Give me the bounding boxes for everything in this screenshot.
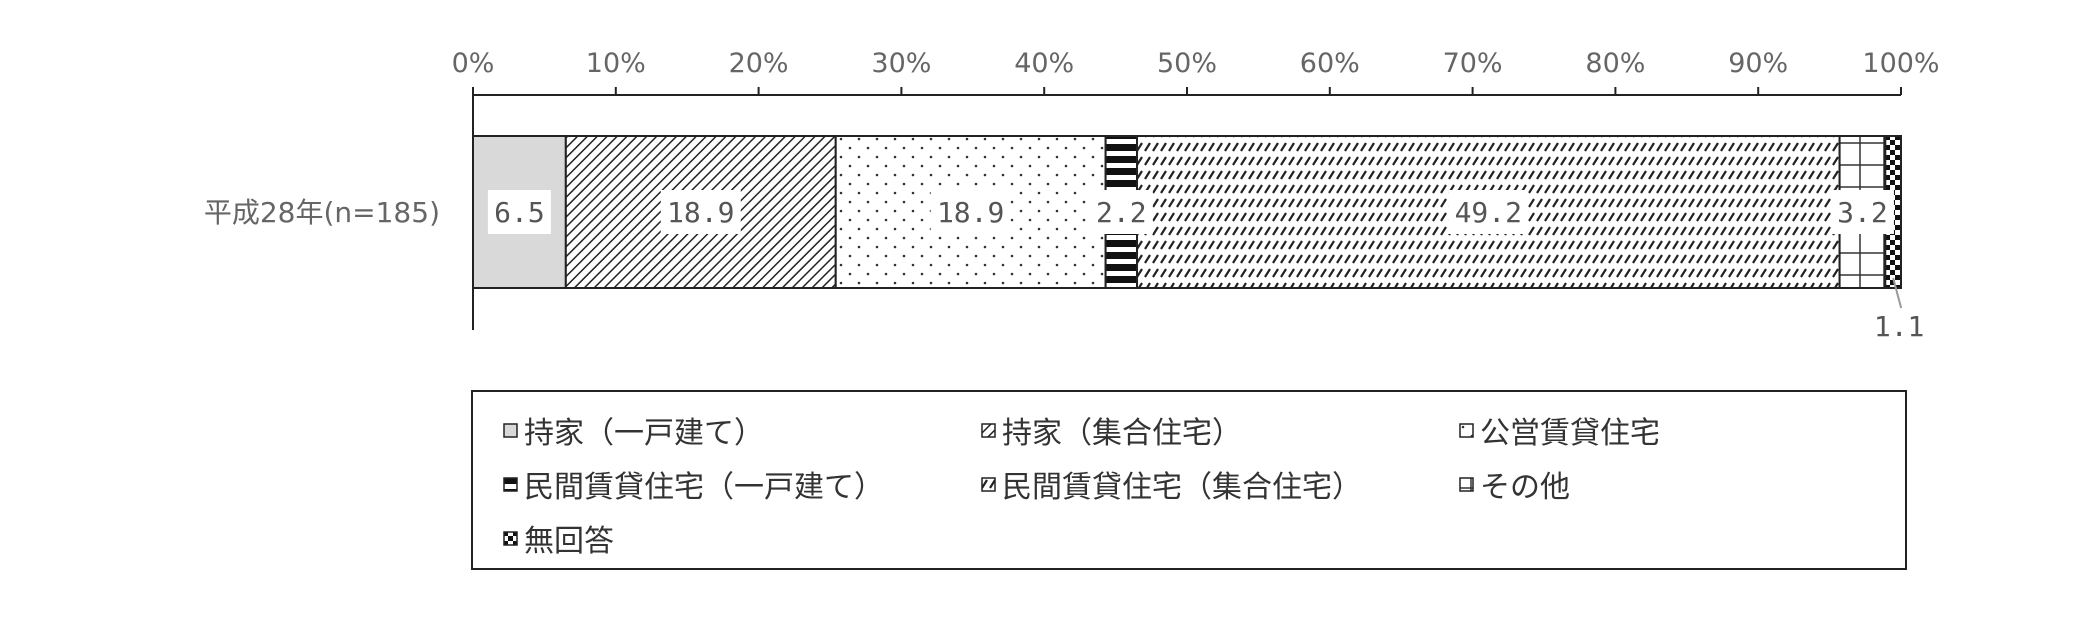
- data-label: 3.2: [1837, 196, 1888, 229]
- data-label-bg: [1830, 190, 1894, 234]
- legend-item: 無回答: [503, 516, 614, 560]
- data-label: 2.2: [1096, 196, 1147, 229]
- data-label-bg: [1448, 190, 1529, 234]
- x-tick-label: 100%: [1862, 48, 1939, 79]
- legend-item: 民間賃貸住宅（一戸建て）: [503, 462, 884, 506]
- legend-item: その他: [1459, 462, 1570, 506]
- x-tick-label: 70%: [1443, 48, 1503, 79]
- x-tick-label: 40%: [1014, 48, 1074, 79]
- legend-swatch: [1459, 422, 1474, 438]
- x-tick-label: 30%: [871, 48, 931, 79]
- x-tick-label: 90%: [1728, 48, 1788, 79]
- x-tick-label: 80%: [1585, 48, 1645, 79]
- legend-label: 持家（一戸建て）: [524, 416, 764, 451]
- legend-swatch: [981, 422, 996, 438]
- legend-label: 民間賃貸住宅（集合住宅）: [1002, 470, 1362, 505]
- legend-swatch: [503, 422, 518, 438]
- legend-item: 持家（一戸建て）: [503, 408, 764, 452]
- data-label: 18.9: [937, 196, 1004, 229]
- legend-item: 公営賃貸住宅: [1459, 408, 1660, 452]
- data-label: 18.9: [667, 196, 734, 229]
- data-label: 49.2: [1455, 196, 1522, 229]
- legend-swatch: [1459, 476, 1474, 492]
- data-label-bg: [930, 190, 1011, 234]
- data-label: 6.5: [494, 196, 545, 229]
- x-tick-label: 60%: [1300, 48, 1360, 79]
- data-label-bg: [660, 190, 741, 234]
- legend-swatch: [503, 530, 518, 546]
- leader-line: [1892, 277, 1903, 309]
- legend-item: 民間賃貸住宅（集合住宅）: [981, 462, 1362, 506]
- legend-label: 民間賃貸住宅（一戸建て）: [524, 470, 884, 505]
- data-label-bg: [487, 190, 551, 234]
- x-tick-label: 50%: [1157, 48, 1217, 79]
- legend-swatch: [981, 476, 996, 492]
- data-label-bg: [1089, 190, 1153, 234]
- category-label: 平成28年(n=185): [204, 196, 440, 229]
- legend-label: 無回答: [524, 524, 614, 559]
- x-tick-label: 0%: [452, 48, 495, 79]
- legend-label: その他: [1480, 470, 1570, 505]
- legend-item: 持家（集合住宅）: [981, 408, 1242, 452]
- x-tick-label: 10%: [586, 48, 646, 79]
- legend-label: 公営賃貸住宅: [1480, 416, 1660, 451]
- legend-label: 持家（集合住宅）: [1002, 416, 1242, 451]
- x-tick-label: 20%: [729, 48, 789, 79]
- data-label: 1.1: [1874, 310, 1925, 343]
- legend: 持家（一戸建て） 持家（集合住宅） 公営賃貸住宅民間賃貸住宅（一戸建て） 民間賃貸住宅…: [471, 390, 1907, 570]
- legend-swatch: [503, 476, 518, 492]
